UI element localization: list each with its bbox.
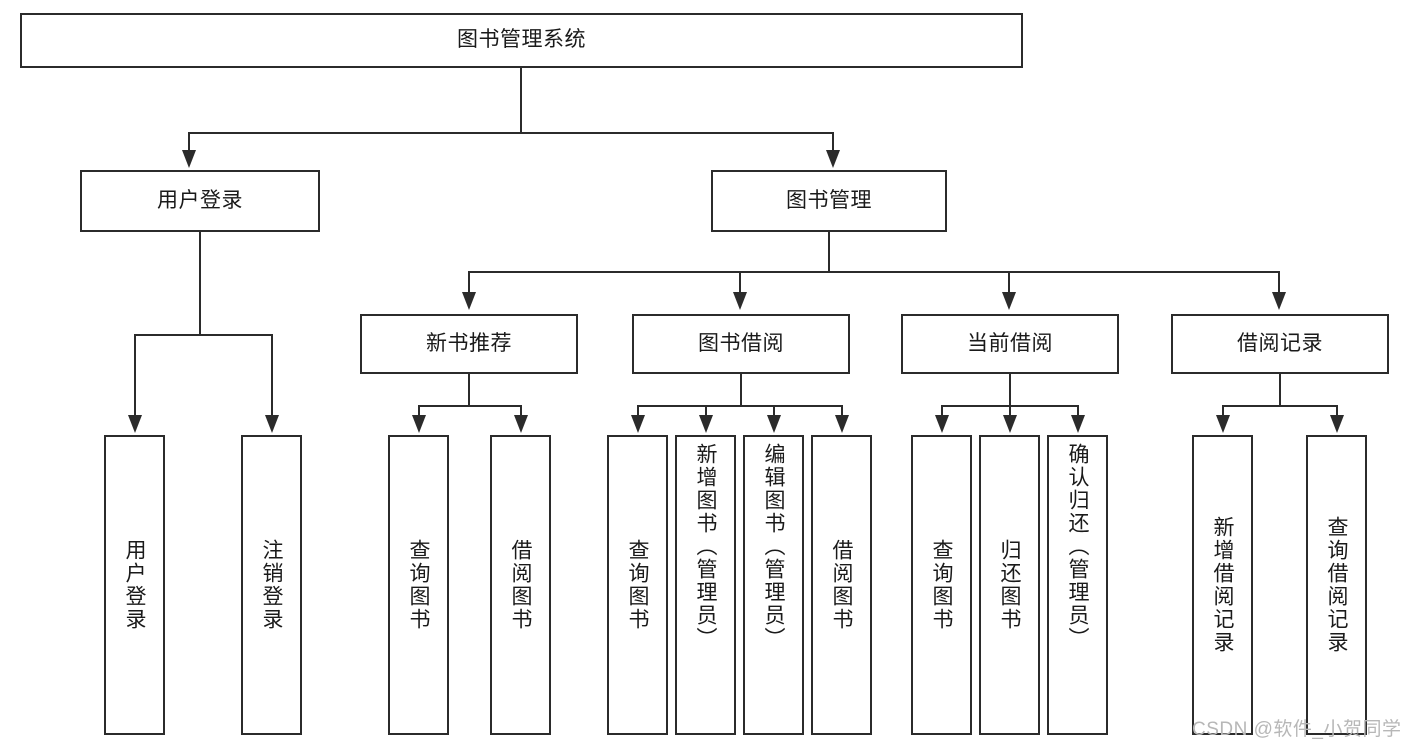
node-label: 用户登录 (157, 188, 243, 212)
node-book-management[interactable]: 图书管理 (711, 170, 947, 232)
node-label: 借阅图书 (830, 539, 853, 631)
connector-borrow-record-bus (1222, 405, 1338, 407)
arrow-book-manage-to-new-book (462, 292, 476, 310)
arrow-current-borrow-leaf-3 (1071, 415, 1085, 433)
connector-user-login-drop-1 (134, 334, 136, 418)
arrow-new-book-leaf-1 (412, 415, 426, 433)
node-label: 确认归还（管理员） (1066, 443, 1089, 650)
node-borrow-record[interactable]: 借阅记录 (1171, 314, 1389, 374)
arrow-user-login-leaf-1 (128, 415, 142, 433)
node-root-system[interactable]: 图书管理系统 (20, 13, 1023, 68)
leaf-borrow-record-query-record[interactable]: 查询借阅记录 (1306, 435, 1367, 735)
arrow-current-borrow-leaf-1 (935, 415, 949, 433)
node-label: 新书推荐 (426, 331, 512, 355)
connector-book-manage-drop-4 (1278, 271, 1280, 296)
arrow-borrow-record-leaf-2 (1330, 415, 1344, 433)
arrow-root-to-user-login (182, 150, 196, 168)
node-label: 编辑图书（管理员） (762, 443, 785, 650)
connector-book-manage-drop-3 (1008, 271, 1010, 296)
connector-root-stem (520, 68, 522, 133)
connector-current-borrow-drop-2 (1009, 405, 1011, 419)
node-label: 查询借阅记录 (1325, 516, 1348, 654)
arrow-book-borrow-leaf-2 (699, 415, 713, 433)
node-label: 当前借阅 (967, 331, 1053, 355)
connector-book-borrow-drop-2 (705, 405, 707, 419)
node-label: 新增图书（管理员） (694, 443, 717, 650)
leaf-book-borrow-query-book[interactable]: 查询图书 (607, 435, 668, 735)
leaf-current-borrow-query-book[interactable]: 查询图书 (911, 435, 972, 735)
arrow-book-borrow-leaf-3 (767, 415, 781, 433)
arrow-user-login-leaf-2 (265, 415, 279, 433)
arrow-book-manage-to-current-borrow (1002, 292, 1016, 310)
connector-book-borrow-stem (740, 374, 742, 406)
leaf-current-borrow-return-book[interactable]: 归还图书 (979, 435, 1040, 735)
leaf-user-login[interactable]: 用户登录 (104, 435, 165, 735)
connector-book-manage-drop-2 (739, 271, 741, 296)
arrow-new-book-leaf-2 (514, 415, 528, 433)
node-label: 图书借阅 (698, 331, 784, 355)
arrow-book-borrow-leaf-4 (835, 415, 849, 433)
node-new-book-recommend[interactable]: 新书推荐 (360, 314, 578, 374)
connector-borrow-record-drop-1 (1222, 405, 1224, 419)
connector-book-borrow-drop-4 (841, 405, 843, 419)
connector-book-borrow-drop-3 (773, 405, 775, 419)
connector-book-borrow-drop-1 (637, 405, 639, 419)
connector-book-manage-drop-1 (468, 271, 470, 296)
arrow-book-manage-to-borrow-record (1272, 292, 1286, 310)
connector-root-to-book-manage (832, 132, 834, 154)
node-label: 查询图书 (626, 539, 649, 631)
arrow-root-to-book-manage (826, 150, 840, 168)
leaf-book-borrow-edit-book[interactable]: 编辑图书（管理员） (743, 435, 804, 735)
watermark-text: CSDN @软件_小贺同学 (1192, 719, 1402, 740)
arrow-borrow-record-leaf-1 (1216, 415, 1230, 433)
connector-book-borrow-bus (637, 405, 843, 407)
node-label: 归还图书 (998, 539, 1021, 631)
connector-book-manage-bus (468, 271, 1280, 273)
arrow-current-borrow-leaf-2 (1003, 415, 1017, 433)
connector-user-login-bus (134, 334, 273, 336)
leaf-book-borrow-add-book[interactable]: 新增图书（管理员） (675, 435, 736, 735)
leaf-new-book-query-book[interactable]: 查询图书 (388, 435, 449, 735)
connector-new-book-stem (468, 374, 470, 406)
leaf-user-logout[interactable]: 注销登录 (241, 435, 302, 735)
node-label: 查询图书 (930, 539, 953, 631)
connector-new-book-bus (418, 405, 522, 407)
node-label: 用户登录 (123, 539, 146, 631)
node-label: 注销登录 (260, 539, 283, 631)
node-label: 查询图书 (407, 539, 430, 631)
connector-current-borrow-drop-1 (941, 405, 943, 419)
arrow-book-manage-to-book-borrow (733, 292, 747, 310)
connector-current-borrow-drop-3 (1077, 405, 1079, 419)
arrow-book-borrow-leaf-1 (631, 415, 645, 433)
node-label: 图书管理系统 (457, 28, 586, 52)
leaf-current-borrow-confirm-return[interactable]: 确认归还（管理员） (1047, 435, 1108, 735)
connector-root-to-user-login (188, 132, 190, 154)
connector-borrow-record-drop-2 (1336, 405, 1338, 419)
node-current-borrow[interactable]: 当前借阅 (901, 314, 1119, 374)
connector-borrow-record-stem (1279, 374, 1281, 406)
connector-book-manage-stem (828, 232, 830, 272)
connector-current-borrow-stem (1009, 374, 1011, 406)
node-user-login[interactable]: 用户登录 (80, 170, 320, 232)
node-label: 借阅记录 (1237, 331, 1323, 355)
connector-user-login-drop-2 (271, 334, 273, 418)
node-book-borrow[interactable]: 图书借阅 (632, 314, 850, 374)
connector-new-book-drop-2 (520, 405, 522, 419)
connector-root-bus (188, 132, 834, 134)
connector-user-login-stem (199, 232, 201, 335)
node-label: 新增借阅记录 (1211, 516, 1234, 654)
node-label: 借阅图书 (509, 539, 532, 631)
node-label: 图书管理 (786, 188, 872, 212)
connector-new-book-drop-1 (418, 405, 420, 419)
leaf-borrow-record-add-record[interactable]: 新增借阅记录 (1192, 435, 1253, 735)
leaf-new-book-borrow-book[interactable]: 借阅图书 (490, 435, 551, 735)
leaf-book-borrow-borrow-book[interactable]: 借阅图书 (811, 435, 872, 735)
